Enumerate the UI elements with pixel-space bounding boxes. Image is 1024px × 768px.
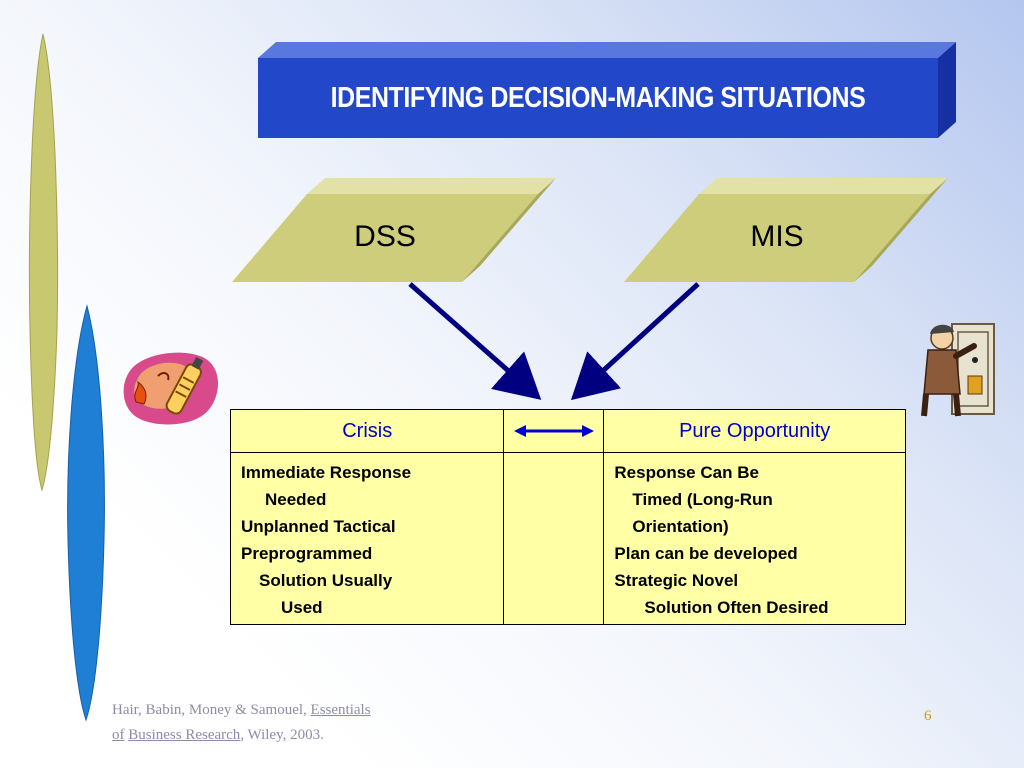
double-arrow-icon xyxy=(513,425,594,437)
comparison-table: Crisis Pure Opportunity Immediate Respon… xyxy=(229,409,906,625)
header-pure-opportunity: Pure Opportunity xyxy=(603,409,906,453)
fire-extinguisher-clipart xyxy=(123,352,219,425)
mis-label: MIS xyxy=(750,220,804,253)
decorative-drops xyxy=(28,33,105,722)
crisis-line: Preprogrammed xyxy=(241,544,373,563)
citation-book-part2: Business Research xyxy=(128,727,241,743)
mis-box xyxy=(624,178,948,282)
citation-suffix: , Wiley, 2003. xyxy=(240,727,324,743)
crisis-details: Immediate Response Needed Unplanned Tact… xyxy=(229,452,505,625)
opportunity-line: Timed (Long-Run xyxy=(632,490,773,509)
slide-title: IDENTIFYING DECISION-MAKING SITUATIONS xyxy=(330,81,866,114)
arrow-mis xyxy=(570,282,700,401)
page-number: 6 xyxy=(924,708,932,724)
table-body-row: Immediate Response Needed Unplanned Tact… xyxy=(229,452,906,625)
crisis-line: Immediate Response xyxy=(241,463,412,482)
opportunity-line: Response Can Be xyxy=(614,463,759,482)
citation: Hair, Babin, Money & Samouel, Essentials… xyxy=(112,698,532,748)
citation-authors: Hair, Babin, Money & Samouel, xyxy=(112,702,311,718)
opportunity-line: Plan can be developed xyxy=(614,544,798,563)
opportunity-line: Solution Often Desired xyxy=(644,598,829,617)
crisis-line: Used xyxy=(281,598,323,617)
worker-clipart xyxy=(921,323,995,417)
table-header-row: Crisis Pure Opportunity xyxy=(229,409,906,453)
dss-box xyxy=(232,178,556,282)
header-middle xyxy=(503,409,605,453)
citation-book-part1: Essentials xyxy=(310,702,371,718)
olive-drop xyxy=(28,33,59,492)
opportunity-details: Response Can Be Timed (Long-Run Orientat… xyxy=(603,452,906,625)
crisis-line: Unplanned Tactical xyxy=(241,517,396,536)
arrow-dss xyxy=(408,282,542,400)
citation-of: of xyxy=(112,727,125,743)
blue-drop xyxy=(67,304,105,722)
crisis-line: Needed xyxy=(265,490,327,509)
opportunity-line: Orientation) xyxy=(632,517,729,536)
middle-empty-cell xyxy=(503,452,605,625)
title-bar xyxy=(258,42,956,138)
dss-label: DSS xyxy=(354,220,416,253)
opportunity-line: Strategic Novel xyxy=(614,571,739,590)
crisis-line: Solution Usually xyxy=(259,571,393,590)
header-crisis: Crisis xyxy=(229,409,505,453)
